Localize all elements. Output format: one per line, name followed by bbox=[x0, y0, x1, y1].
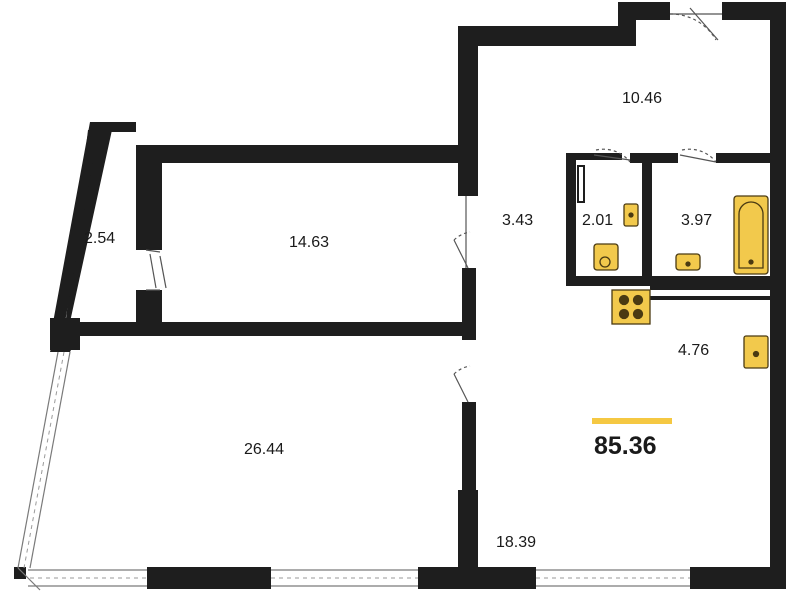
balcony-outer-wall bbox=[50, 122, 136, 352]
large-bedroom-door-leaf bbox=[453, 373, 469, 403]
walls bbox=[14, 2, 786, 589]
toilet-seat-icon bbox=[599, 256, 611, 268]
room-area-living-room: 18.39 bbox=[496, 534, 537, 551]
right-exterior-wall bbox=[770, 2, 786, 567]
central-wall-lower bbox=[462, 402, 476, 492]
bath-bottom-wall bbox=[566, 276, 772, 286]
room-area-kitchen-nook: 4.76 bbox=[678, 342, 710, 359]
entrance-door-swing bbox=[669, 13, 717, 41]
bath-door-leaf bbox=[679, 154, 717, 163]
balcony-dash bbox=[23, 351, 65, 569]
central-wall-bottom bbox=[458, 490, 478, 568]
bedroom-left-wall-upper bbox=[136, 145, 162, 250]
hall-top-wall bbox=[458, 26, 636, 46]
bottom-wall-2 bbox=[418, 567, 536, 589]
toilet-left-wall bbox=[566, 153, 576, 286]
bottom-wall-corner bbox=[14, 567, 26, 579]
room-area-hall: 10.46 bbox=[622, 90, 663, 107]
room-area-bedroom-small: 14.63 bbox=[289, 234, 330, 251]
fixtures bbox=[593, 195, 769, 369]
bedroom-divider-wall bbox=[58, 322, 476, 336]
balcony-door-top bbox=[145, 249, 161, 253]
drain-icon bbox=[752, 350, 760, 358]
balcony-door-leaf bbox=[149, 253, 157, 289]
kitchen-wall-bottom bbox=[650, 296, 770, 300]
toilet-door-leaf bbox=[593, 154, 631, 161]
drain-icon bbox=[628, 212, 634, 218]
drain-icon bbox=[748, 259, 754, 265]
kitchen-wall-top bbox=[650, 286, 770, 290]
balcony-glazing bbox=[17, 567, 41, 591]
bath-top-wall-a bbox=[630, 153, 678, 163]
drain-icon bbox=[685, 261, 691, 267]
total-area: 85.36 bbox=[594, 432, 657, 460]
bedroom-door-swing bbox=[453, 231, 471, 241]
balcony-glazing bbox=[29, 351, 71, 569]
central-wall-upper bbox=[458, 26, 478, 196]
balcony-glazing bbox=[17, 351, 59, 569]
large-bedroom-door-swing bbox=[453, 365, 471, 375]
balcony-corner-block bbox=[50, 318, 80, 350]
burner-icon bbox=[632, 308, 644, 320]
bottom-wall-1 bbox=[147, 567, 271, 589]
total-area-accent-bar bbox=[592, 418, 672, 424]
bathtub-basin-icon bbox=[738, 201, 764, 269]
room-area-balcony: 2.54 bbox=[84, 230, 116, 247]
stove-icon bbox=[611, 289, 651, 325]
balcony-door-leaf bbox=[159, 255, 167, 289]
toilet-top-wall-a bbox=[566, 153, 622, 160]
bedroom-top-wall bbox=[136, 145, 476, 163]
balcony-wall-shape bbox=[52, 122, 136, 328]
bath-door-swing bbox=[681, 148, 717, 163]
burner-icon bbox=[618, 308, 630, 320]
bath-divider-wall bbox=[642, 153, 652, 286]
bedroom-door-leaf bbox=[453, 239, 469, 269]
burner-icon bbox=[618, 294, 630, 306]
toilet-shaft bbox=[577, 165, 585, 203]
window-dashes bbox=[23, 351, 690, 579]
room-area-toilet: 2.01 bbox=[582, 212, 614, 229]
doors bbox=[145, 7, 722, 403]
burner-icon bbox=[632, 294, 644, 306]
room-area-corridor: 3.43 bbox=[502, 212, 534, 229]
entrance-door-panel bbox=[689, 7, 719, 41]
toilet-door-swing bbox=[595, 148, 631, 163]
room-area-bedroom-large: 26.44 bbox=[244, 441, 285, 458]
windows bbox=[17, 351, 690, 591]
bath-top-wall-b bbox=[716, 153, 772, 163]
bottom-wall-3 bbox=[690, 567, 786, 589]
room-area-bathroom: 3.97 bbox=[681, 212, 713, 229]
